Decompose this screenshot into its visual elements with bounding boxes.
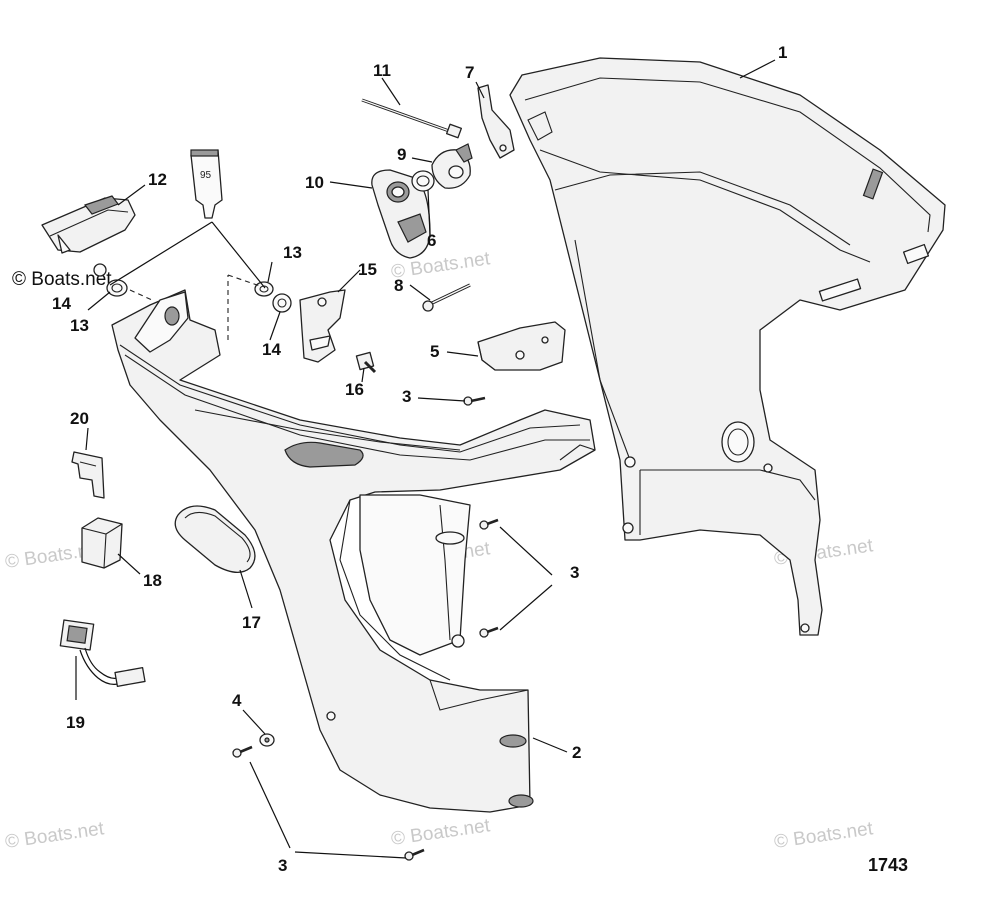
part-19-switch-harness — [59, 619, 146, 687]
part-tube-95: 95 — [190, 149, 223, 219]
callout-4: 4 — [232, 691, 242, 710]
callout-2: 2 — [572, 743, 581, 762]
callout-12: 12 — [148, 170, 167, 189]
callout-3-bottom: 3 — [278, 856, 287, 875]
leader-lines — [75, 59, 776, 859]
callout-20: 20 — [70, 409, 89, 428]
part-18-block — [81, 517, 123, 569]
part-16-bolt — [355, 351, 377, 374]
part-3-screws — [232, 396, 499, 861]
watermark-right-bottom: © Boats.net — [773, 818, 875, 853]
callout-14-center: 14 — [262, 340, 281, 359]
part-2-front-cowl — [111, 289, 596, 813]
tube-label: 95 — [200, 170, 212, 181]
part-20-clip — [71, 451, 105, 499]
part-17-oval-plate — [174, 505, 256, 573]
part-12-handle — [41, 195, 136, 254]
callout-17: 17 — [242, 613, 261, 632]
callout-16: 16 — [345, 380, 364, 399]
part-8-bolt — [422, 283, 471, 312]
callout-10: 10 — [305, 173, 324, 192]
callout-9: 9 — [397, 145, 406, 164]
callout-19: 19 — [66, 713, 85, 732]
callout-13-center: 13 — [283, 243, 302, 262]
callout-1: 1 — [778, 43, 787, 62]
part-7-bracket — [477, 84, 515, 159]
callout-13-left: 13 — [70, 316, 89, 335]
callout-18: 18 — [143, 571, 162, 590]
part-13-14-washers — [93, 263, 292, 313]
part-9-grommet — [431, 143, 473, 189]
callout-6: 6 — [427, 231, 436, 250]
part-5-latch-cover — [477, 321, 566, 371]
callout-3-right: 3 — [570, 563, 579, 582]
watermark-top-left: © Boats.net — [12, 269, 112, 290]
callout-8: 8 — [394, 276, 403, 295]
callout-5: 5 — [430, 342, 439, 361]
callout-3-center: 3 — [402, 387, 411, 406]
part-15-latch-plate — [299, 289, 346, 363]
part-10-grommet-plate — [371, 169, 431, 259]
part-4-washer — [259, 733, 275, 747]
part-1-rear-cowl — [509, 57, 946, 636]
callout-15: 15 — [358, 260, 377, 279]
callout-14-left: 14 — [52, 294, 71, 313]
part-6-ring — [411, 170, 435, 192]
callout-11: 11 — [373, 61, 391, 80]
watermark-center-bottom: © Boats.net — [390, 815, 492, 850]
callout-labels: 1 2 3 3 3 4 5 6 7 8 9 10 11 12 13 13 14 … — [52, 43, 787, 875]
part-11-long-screw — [361, 98, 462, 139]
figure-number: 1743 — [868, 855, 908, 875]
watermark-left-bottom: © Boats.net — [4, 818, 106, 853]
callout-7: 7 — [465, 63, 474, 82]
